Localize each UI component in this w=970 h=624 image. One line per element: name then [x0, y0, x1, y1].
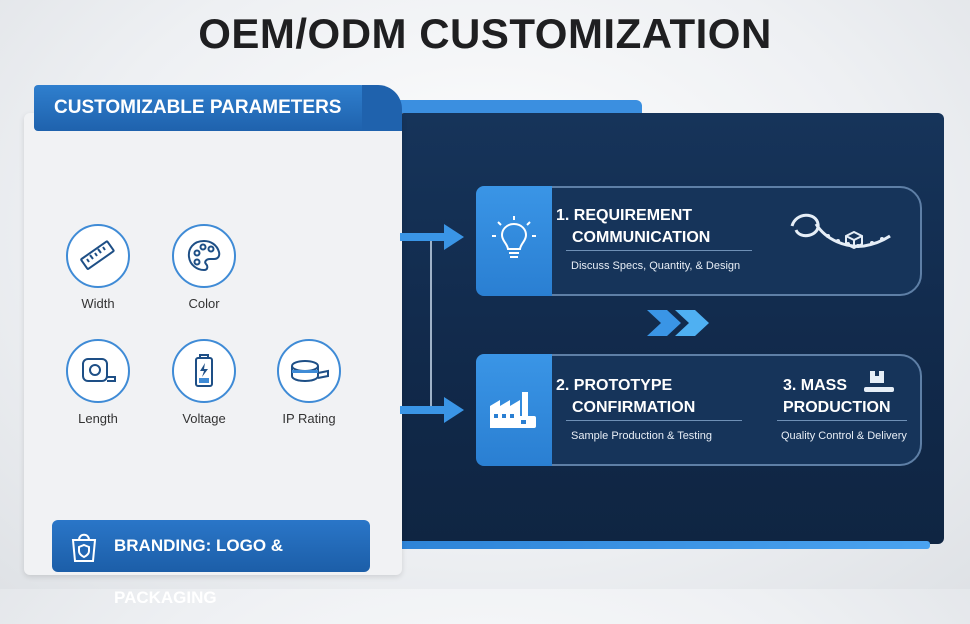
panel-bottom-strip: [370, 541, 930, 549]
step-icon-box: [476, 354, 552, 466]
branding-bar: BRANDING: LOGO & PACKAGING: [52, 520, 370, 607]
branding-label: BRANDING: LOGO & PACKAGING: [114, 536, 284, 607]
panel-accent-strip: [380, 100, 642, 113]
arrow-right-icon: [400, 224, 464, 250]
connector-line: [430, 237, 432, 412]
parameters-header: CUSTOMIZABLE PARAMETERS: [34, 85, 402, 131]
param-length: Length: [53, 339, 143, 426]
param-width: Width: [53, 224, 143, 311]
step-title-line2: COMMUNICATION: [572, 229, 711, 246]
conveyor-icon: [864, 371, 894, 392]
param-label: Voltage: [182, 411, 226, 426]
step-prototype-and-production: [476, 354, 922, 466]
led-strip-reel-icon: [790, 213, 891, 250]
double-chevron-icon: [647, 310, 709, 336]
page-title: OEM/ODM CUSTOMIZATION: [198, 10, 772, 57]
param-label: Length: [78, 411, 118, 426]
lightbulb-icon: [492, 216, 536, 258]
param-label: Width: [81, 296, 115, 311]
ruler-icon: [66, 224, 130, 288]
step-divider: [566, 250, 752, 251]
battery-icon: [172, 339, 236, 403]
step-subtitle: Discuss Specs, Quantity, & Design: [571, 260, 741, 272]
param-ip-rating: IP Rating: [264, 339, 354, 426]
param-color: Color: [159, 224, 249, 311]
palette-icon: [172, 224, 236, 288]
step-requirement: [476, 186, 922, 296]
step-title-line1: 2. PROTOTYPE: [556, 377, 673, 394]
step-subtitle: Sample Production & Testing: [571, 430, 713, 442]
step-divider: [777, 420, 907, 421]
step-title-line2: CONFIRMATION: [572, 399, 696, 416]
step-subtitle: Quality Control & Delivery: [781, 430, 907, 442]
param-label: IP Rating: [282, 411, 336, 426]
step-title-line1: 3. MASS: [783, 377, 848, 394]
factory-icon: [490, 392, 536, 428]
step-icon-box: [476, 186, 552, 296]
step-divider: [566, 420, 742, 421]
step-title-line1: 1. REQUIREMENT: [556, 207, 693, 224]
arrow-right-icon: [400, 397, 464, 423]
tape-measure-icon: [66, 339, 130, 403]
shopping-bag-icon: [66, 528, 102, 564]
param-label: Color: [188, 296, 220, 311]
step-title-line2: PRODUCTION: [783, 399, 891, 416]
param-voltage: Voltage: [159, 339, 249, 426]
led-strip-reel-icon: [277, 339, 341, 403]
